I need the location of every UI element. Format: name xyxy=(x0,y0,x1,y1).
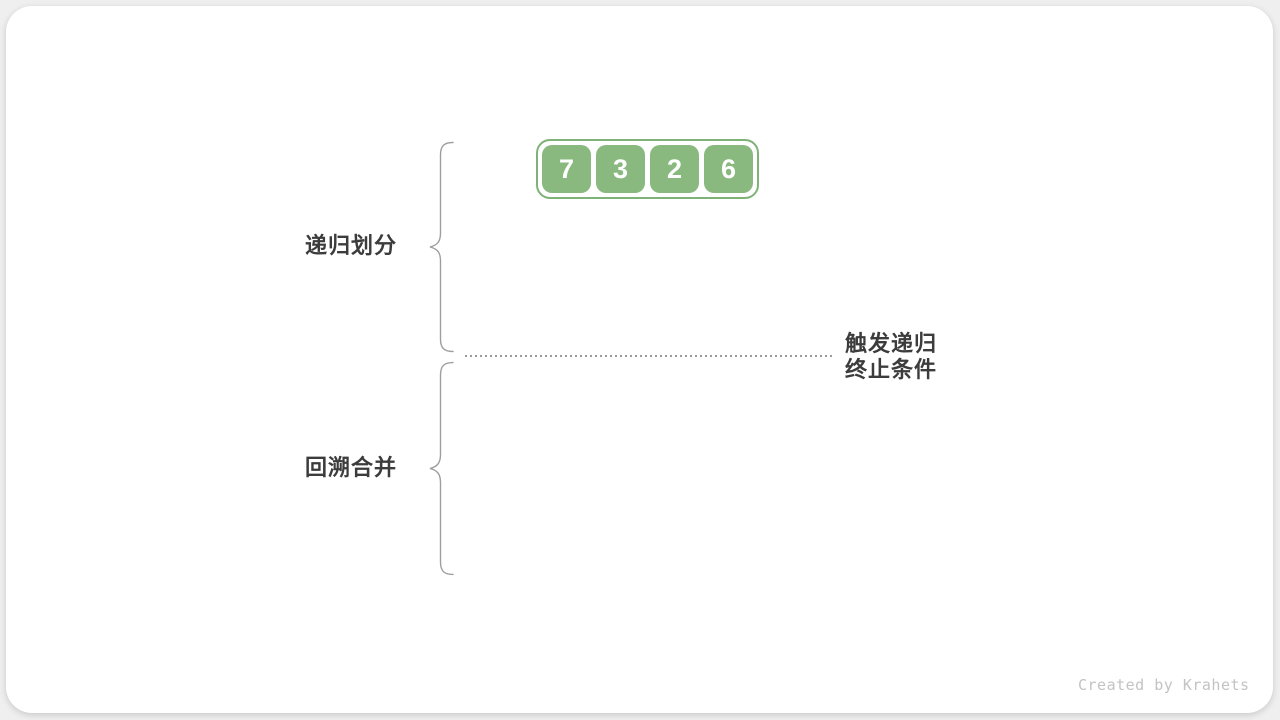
array-cell: 6 xyxy=(704,145,753,193)
label-backtrack-merge: 回溯合并 xyxy=(305,455,398,480)
array-cell: 2 xyxy=(650,145,699,193)
watermark: Created by Krahets xyxy=(1078,676,1250,694)
curly-brace-bottom xyxy=(427,361,455,576)
array-cell: 3 xyxy=(596,145,645,193)
diagram-card: 7 3 2 6 递归划分 回溯合并 触发递归 终止条件 Created by K… xyxy=(6,6,1273,713)
curly-brace-top xyxy=(427,141,455,353)
label-termination-line2: 终止条件 xyxy=(845,357,938,382)
label-termination-line1: 触发递归 xyxy=(845,331,938,356)
label-recursive-divide: 递归划分 xyxy=(305,233,398,258)
label-termination-condition: 触发递归 终止条件 xyxy=(845,331,937,383)
termination-dotted-line xyxy=(465,355,834,357)
array-cell: 7 xyxy=(542,145,591,193)
array-container: 7 3 2 6 xyxy=(536,139,759,199)
